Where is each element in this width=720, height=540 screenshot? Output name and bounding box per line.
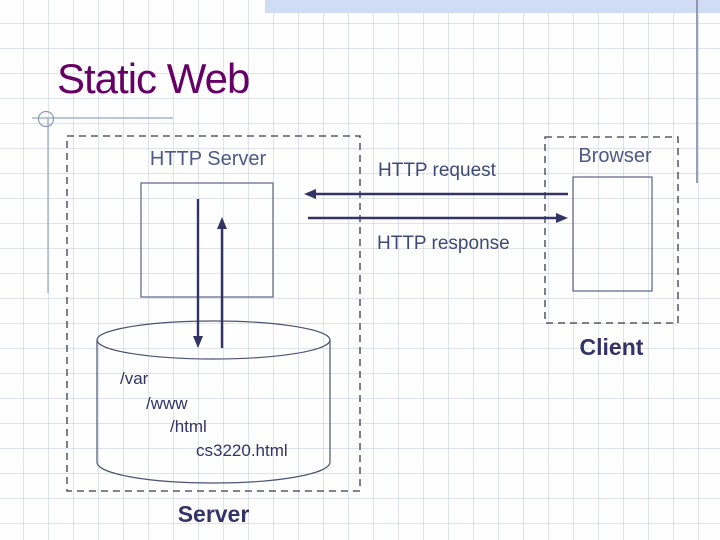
server-read-arrow xyxy=(217,217,227,348)
http-server-box xyxy=(140,182,274,298)
server-caption: Server xyxy=(177,501,250,527)
file-tree-www: /www xyxy=(146,394,188,413)
http-request-arrow xyxy=(304,189,568,199)
client-caption: Client xyxy=(579,334,644,360)
file-tree-var: /var xyxy=(120,369,149,388)
file-tree-cs3220: cs3220.html xyxy=(196,441,288,460)
server-dashed-box xyxy=(66,135,361,492)
file-tree-html: /html xyxy=(170,417,207,436)
slide-title: Static Web xyxy=(57,55,250,102)
top-accent-band xyxy=(265,0,720,13)
http-response-arrow xyxy=(308,213,568,223)
browser-box xyxy=(572,176,653,292)
http-server-label: HTTP Server xyxy=(149,148,267,170)
http-response-label: HTTP response xyxy=(377,233,510,254)
compass-circle-decoration xyxy=(37,110,55,128)
browser-label: Browser xyxy=(578,145,652,167)
server-write-arrow xyxy=(193,199,203,348)
http-request-label: HTTP request xyxy=(378,160,496,181)
